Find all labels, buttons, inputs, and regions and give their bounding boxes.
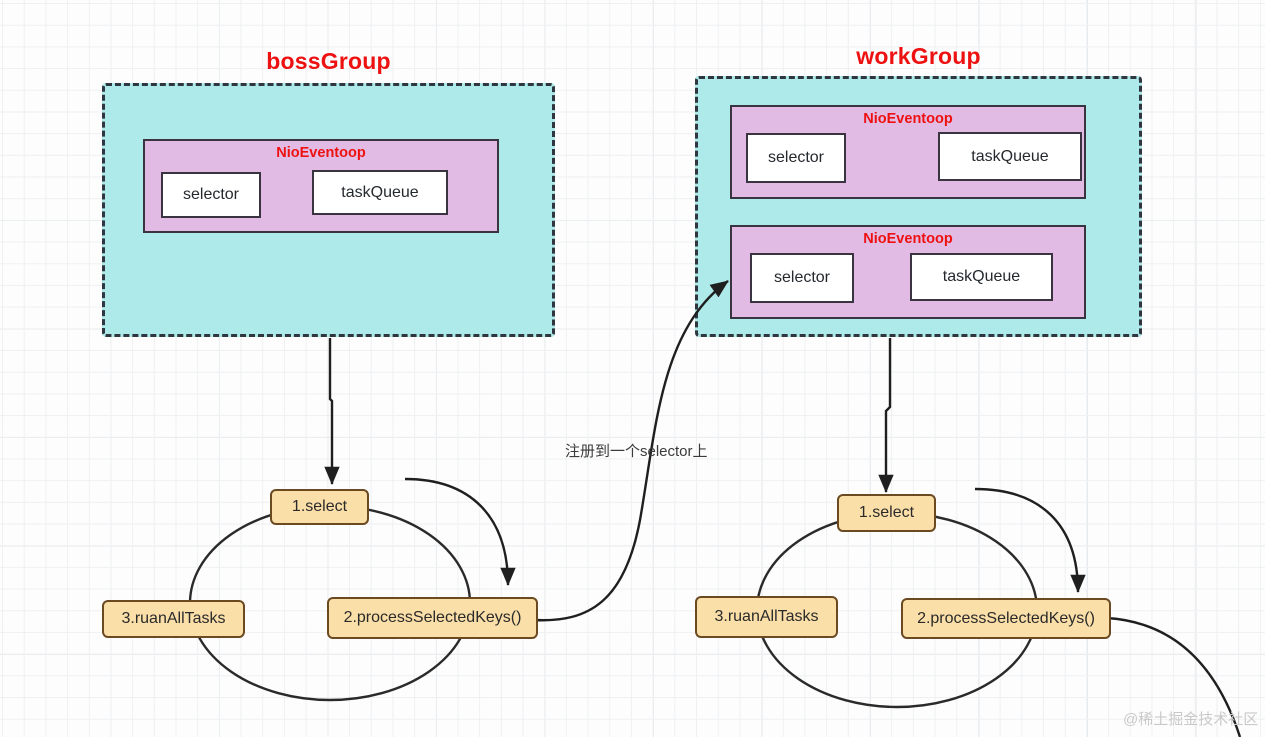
watermark-label: @稀土掘金技术社区 bbox=[1123, 711, 1259, 728]
boss-nioeventloop-0-selector: selector bbox=[161, 172, 261, 218]
work-nioeventloop-1: NioEventoop selector taskQueue bbox=[730, 225, 1086, 319]
work-group-title: workGroup bbox=[856, 43, 981, 69]
right-loop-step2[interactable]: 2.processSelectedKeys() bbox=[901, 598, 1111, 639]
right-loop-curve-arrow bbox=[974, 487, 1086, 593]
work-group-container: NioEventoop selector taskQueue NioEvento… bbox=[695, 76, 1142, 337]
left-loop-step2[interactable]: 2.processSelectedKeys() bbox=[327, 597, 538, 639]
boss-group-title: bossGroup bbox=[266, 48, 391, 74]
work-nioeventloop-0-selector: selector bbox=[746, 133, 846, 183]
boss-nioeventloop-0: NioEventoop selector taskQueue bbox=[143, 139, 499, 233]
right-loop-step1[interactable]: 1.select bbox=[837, 494, 936, 532]
work-nioeventloop-0: NioEventoop selector taskQueue bbox=[730, 105, 1086, 199]
work-nioeventloop-1-selector: selector bbox=[750, 253, 854, 303]
left-loop-curve-arrow bbox=[404, 477, 516, 586]
boss-nioeventloop-0-taskqueue: taskQueue bbox=[312, 170, 448, 215]
left-loop-step1[interactable]: 1.select bbox=[270, 489, 369, 525]
left-loop-step3[interactable]: 3.ruanAllTasks bbox=[102, 600, 245, 638]
work-nioeventloop-0-title: NioEventoop bbox=[863, 111, 953, 127]
right-loop-step3[interactable]: 3.ruanAllTasks bbox=[695, 596, 838, 638]
boss-to-select-arrow bbox=[324, 338, 340, 485]
boss-group-container: NioEventoop selector taskQueue bbox=[102, 83, 555, 337]
work-nioeventloop-1-title: NioEventoop bbox=[863, 231, 953, 247]
register-annotation-label: 注册到一个selector上 bbox=[565, 443, 708, 460]
work-nioeventloop-1-taskqueue: taskQueue bbox=[910, 253, 1053, 301]
boss-nioeventloop-0-title: NioEventoop bbox=[276, 145, 366, 161]
work-nioeventloop-0-taskqueue: taskQueue bbox=[938, 132, 1082, 181]
work-to-select-arrow bbox=[878, 338, 894, 493]
